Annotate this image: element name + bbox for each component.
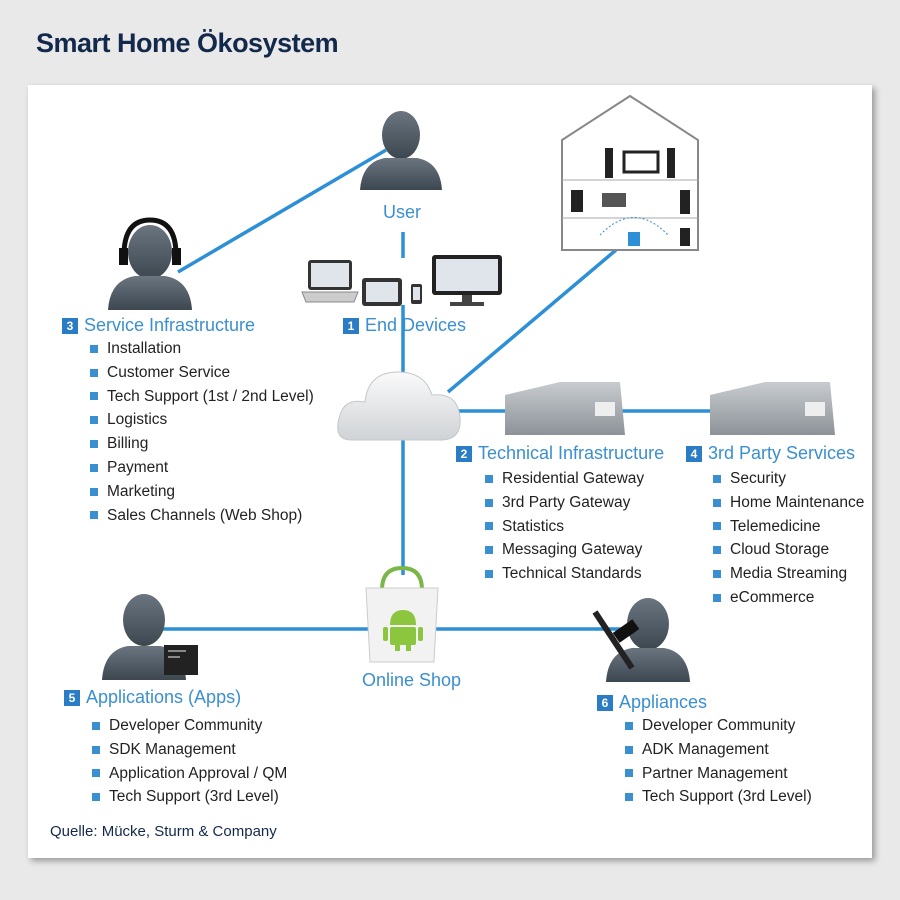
section-title: End Devices bbox=[365, 315, 467, 335]
list-item: Telemedicine bbox=[713, 515, 864, 539]
list-item: Application Approval / QM bbox=[92, 762, 287, 786]
section-number: 6 bbox=[597, 694, 613, 711]
list-item: Home Maintenance bbox=[713, 491, 864, 515]
technician-icon bbox=[592, 598, 690, 682]
service-list: Installation Customer Service Tech Suppo… bbox=[90, 337, 314, 527]
list-item: Customer Service bbox=[90, 361, 314, 385]
list-item: Statistics bbox=[485, 515, 644, 539]
section-applications: 5 Applications (Apps) bbox=[64, 687, 241, 708]
section-title: Service Infrastructure bbox=[84, 315, 256, 335]
user-label: User bbox=[383, 202, 422, 222]
list-item: Technical Standards bbox=[485, 562, 644, 586]
list-item: Logistics bbox=[90, 408, 314, 432]
list-item: Marketing bbox=[90, 480, 314, 504]
section-title: Appliances bbox=[619, 692, 708, 712]
appliances-list: Developer Community ADK Management Partn… bbox=[625, 714, 812, 809]
list-item: ADK Management bbox=[625, 738, 812, 762]
section-technical-infrastructure: 2 Technical Infrastructure bbox=[456, 443, 664, 464]
technical-list: Residential Gateway 3rd Party Gateway St… bbox=[485, 467, 644, 586]
section-title: 3rd Party Services bbox=[708, 443, 856, 463]
list-item: Tech Support (1st / 2nd Level) bbox=[90, 385, 314, 409]
list-item: Residential Gateway bbox=[485, 467, 644, 491]
server-third-party-icon bbox=[710, 382, 835, 435]
section-third-party-services: 4 3rd Party Services bbox=[686, 443, 855, 464]
online-shop-label: Online Shop bbox=[362, 670, 462, 690]
smart-home-icon bbox=[561, 94, 699, 251]
section-title: Applications (Apps) bbox=[86, 687, 242, 707]
list-item: Sales Channels (Web Shop) bbox=[90, 504, 314, 528]
third-party-list: Security Home Maintenance Telemedicine C… bbox=[713, 467, 864, 610]
server-technical-icon bbox=[505, 382, 625, 435]
list-item: Developer Community bbox=[92, 714, 287, 738]
list-item: Security bbox=[713, 467, 864, 491]
section-appliances: 6 Appliances bbox=[597, 692, 707, 713]
section-number: 2 bbox=[456, 445, 472, 462]
list-item: Payment bbox=[90, 456, 314, 480]
section-number: 1 bbox=[343, 317, 359, 334]
developer-icon bbox=[102, 594, 198, 680]
line-cloud-home bbox=[446, 248, 618, 394]
list-item: Media Streaming bbox=[713, 562, 864, 586]
list-item: eCommerce bbox=[713, 586, 864, 610]
section-end-devices: 1 End Devices bbox=[343, 315, 466, 336]
list-item: Messaging Gateway bbox=[485, 538, 644, 562]
list-item: Billing bbox=[90, 432, 314, 456]
online-shop-bag-icon bbox=[365, 565, 439, 663]
end-devices-icon bbox=[301, 255, 502, 306]
section-number: 5 bbox=[64, 689, 80, 706]
user-icon bbox=[360, 111, 442, 190]
section-number: 3 bbox=[62, 317, 78, 334]
list-item: Partner Management bbox=[625, 762, 812, 786]
section-title: Technical Infrastructure bbox=[478, 443, 665, 463]
page-title: Smart Home Ökosystem bbox=[36, 28, 339, 58]
list-item: Tech Support (3rd Level) bbox=[92, 785, 287, 809]
apps-list: Developer Community SDK Management Appli… bbox=[92, 714, 287, 809]
section-number: 4 bbox=[686, 445, 702, 462]
android-icon bbox=[383, 610, 423, 651]
support-agent-icon bbox=[108, 217, 192, 310]
list-item: 3rd Party Gateway bbox=[485, 491, 644, 515]
list-item: Tech Support (3rd Level) bbox=[625, 785, 812, 809]
list-item: Developer Community bbox=[625, 714, 812, 738]
line-user-service bbox=[177, 148, 387, 274]
list-item: SDK Management bbox=[92, 738, 287, 762]
list-item: Cloud Storage bbox=[713, 538, 864, 562]
cloud-icon bbox=[337, 371, 461, 441]
section-service-infrastructure: 3 Service Infrastructure bbox=[62, 315, 255, 336]
list-item: Installation bbox=[90, 337, 314, 361]
source-note: Quelle: Mücke, Sturm & Company bbox=[50, 823, 277, 840]
